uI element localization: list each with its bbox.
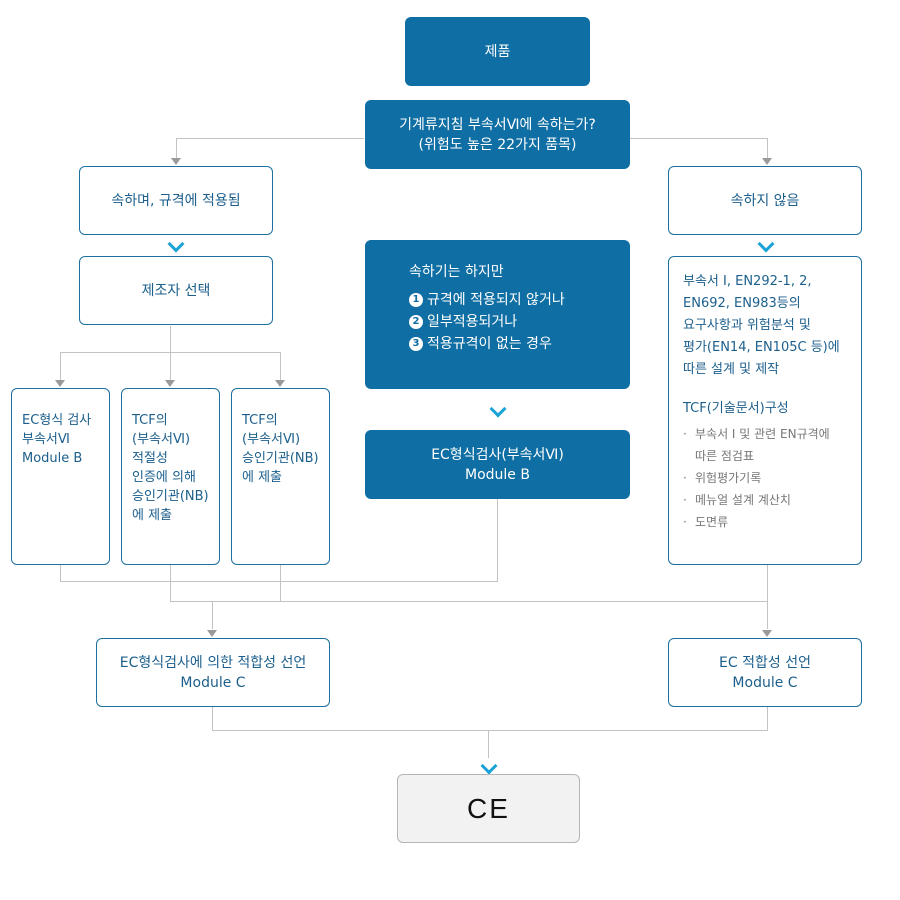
connector <box>497 499 498 582</box>
requirement-line: 평가(EN14, EN105C 등)에 <box>683 340 840 355</box>
option-c-line: TCF의 <box>242 413 278 428</box>
arrow-down-icon <box>275 380 285 387</box>
connector <box>767 565 768 629</box>
conformity-left-line-2: Module C <box>180 674 246 691</box>
exception-item-text: 적용규격이 없는 경우 <box>427 336 552 352</box>
requirement-line: 부속서 Ⅰ, EN292-1, 2, <box>683 274 812 289</box>
exception-title: 속하기는 하지만 <box>409 264 504 280</box>
connector <box>170 601 768 602</box>
question-line-1: 기계류지침 부속서Ⅵ에 속하는가? <box>399 116 596 133</box>
manufacturer-choice-label: 제조자 선택 <box>141 282 211 299</box>
conformity-declaration-left-node: EC형식검사에 의한 적합성 선언 Module C <box>96 638 330 707</box>
arrow-down-icon <box>762 630 772 637</box>
connector <box>280 352 281 380</box>
ec-type-line-1: EC형식검사(부속서Ⅵ) <box>431 446 564 463</box>
option-ec-type-exam-node: EC형식 검사 부속서Ⅵ Module B <box>11 388 110 565</box>
arrow-down-icon <box>762 158 772 165</box>
exception-item: 3 적용규격이 없는 경우 <box>409 334 630 354</box>
option-a-line: 부속서Ⅵ <box>22 432 70 447</box>
option-b-line: 적절성 <box>132 451 168 466</box>
connector <box>176 138 364 139</box>
chevron-down-icon <box>489 400 507 418</box>
ec-type-exam-node: EC형식검사(부속서Ⅵ) Module B <box>365 430 630 499</box>
requirement-line: 요구사항과 위험분석 및 <box>683 318 811 333</box>
exception-item: 1 규격에 적용되지 않거나 <box>409 290 630 310</box>
option-c-line: (부속서Ⅵ) <box>242 432 301 447</box>
connector <box>60 581 498 582</box>
tcf-item-text: 따른 점검표 <box>695 449 755 463</box>
ce-mark: CE <box>467 792 510 824</box>
option-c-line: 에 제출 <box>242 470 283 485</box>
not-belongs-node: 속하지 않음 <box>668 166 862 235</box>
conformity-right-line-2: Module C <box>732 674 798 691</box>
conformity-declaration-right-node: EC 적합성 선언 Module C <box>668 638 862 707</box>
ce-mark-node: CE <box>397 774 580 843</box>
manufacturer-choice-node: 제조자 선택 <box>79 256 273 325</box>
connector <box>767 138 768 160</box>
connector <box>488 730 489 758</box>
exception-node: 속하기는 하지만 1 규격에 적용되지 않거나 2 일부적용되거나 3 적용규격이 없… <box>365 240 630 389</box>
belongs-label: 속하며, 규격에 적용됨 <box>111 192 241 209</box>
arrow-down-icon <box>207 630 217 637</box>
option-c-line: 승인기관(NB) <box>242 451 319 466</box>
not-belongs-label: 속하지 않음 <box>730 192 800 209</box>
number-badge: 1 <box>409 293 423 307</box>
requirement-line: 따른 설계 및 제작 <box>683 362 780 377</box>
number-badge: 2 <box>409 315 423 329</box>
connector <box>630 138 768 139</box>
exception-item-text: 일부적용되거나 <box>427 314 518 330</box>
connector <box>170 352 171 380</box>
product-node: 제품 <box>405 17 590 86</box>
conformity-right-line-1: EC 적합성 선언 <box>719 654 811 671</box>
ec-type-line-2: Module B <box>465 466 530 483</box>
exception-item: 2 일부적용되거나 <box>409 312 630 332</box>
connector <box>60 352 61 380</box>
option-b-line: 인증에 의해 <box>132 470 196 485</box>
tcf-item: 도면류 <box>683 511 851 533</box>
option-a-line: Module B <box>22 451 83 466</box>
connector <box>212 601 213 629</box>
tcf-item-text: 부속서 Ⅰ 및 관련 EN규격에 <box>695 427 830 441</box>
annex-question-node: 기계류지침 부속서Ⅵ에 속하는가? (위험도 높은 22가지 품목) <box>365 100 630 169</box>
option-tcf-verification-node: TCF의 (부속서Ⅵ) 적절성 인증에 의해 승인기관(NB) 에 제출 <box>121 388 220 565</box>
number-badge: 3 <box>409 337 423 351</box>
option-b-line: (부속서Ⅵ) <box>132 432 191 447</box>
tcf-title: TCF(기술문서)구성 <box>683 401 789 416</box>
option-tcf-submission-node: TCF의 (부속서Ⅵ) 승인기관(NB) 에 제출 <box>231 388 330 565</box>
option-b-line: 에 제출 <box>132 508 173 523</box>
arrow-down-icon <box>165 380 175 387</box>
belongs-node: 속하며, 규격에 적용됨 <box>79 166 273 235</box>
question-line-2: (위험도 높은 22가지 품목) <box>418 136 577 153</box>
connector <box>767 707 768 731</box>
connector <box>60 565 61 581</box>
option-a-line: EC형식 검사 <box>22 413 92 428</box>
chevron-down-icon <box>480 757 498 775</box>
tcf-item: 위험평가기록 <box>683 467 851 489</box>
exception-item-text: 규격에 적용되지 않거나 <box>427 292 565 308</box>
connector <box>280 565 281 602</box>
chevron-down-icon <box>757 235 775 253</box>
connector <box>176 138 177 160</box>
arrow-down-icon <box>55 380 65 387</box>
connector <box>212 707 213 731</box>
option-b-line: 승인기관(NB) <box>132 489 209 504</box>
self-assessment-node: 부속서 Ⅰ, EN292-1, 2, EN692, EN983등의 요구사항과 … <box>668 256 862 565</box>
connector <box>170 326 171 352</box>
connector <box>212 730 768 731</box>
option-b-line: TCF의 <box>132 413 168 428</box>
tcf-item: 메뉴얼 설계 계산치 <box>683 489 851 511</box>
chevron-down-icon <box>167 235 185 253</box>
requirement-line: EN692, EN983등의 <box>683 296 801 311</box>
conformity-left-line-1: EC형식검사에 의한 적합성 선언 <box>119 654 307 671</box>
arrow-down-icon <box>171 158 181 165</box>
connector <box>170 565 171 602</box>
product-label: 제품 <box>484 43 511 60</box>
